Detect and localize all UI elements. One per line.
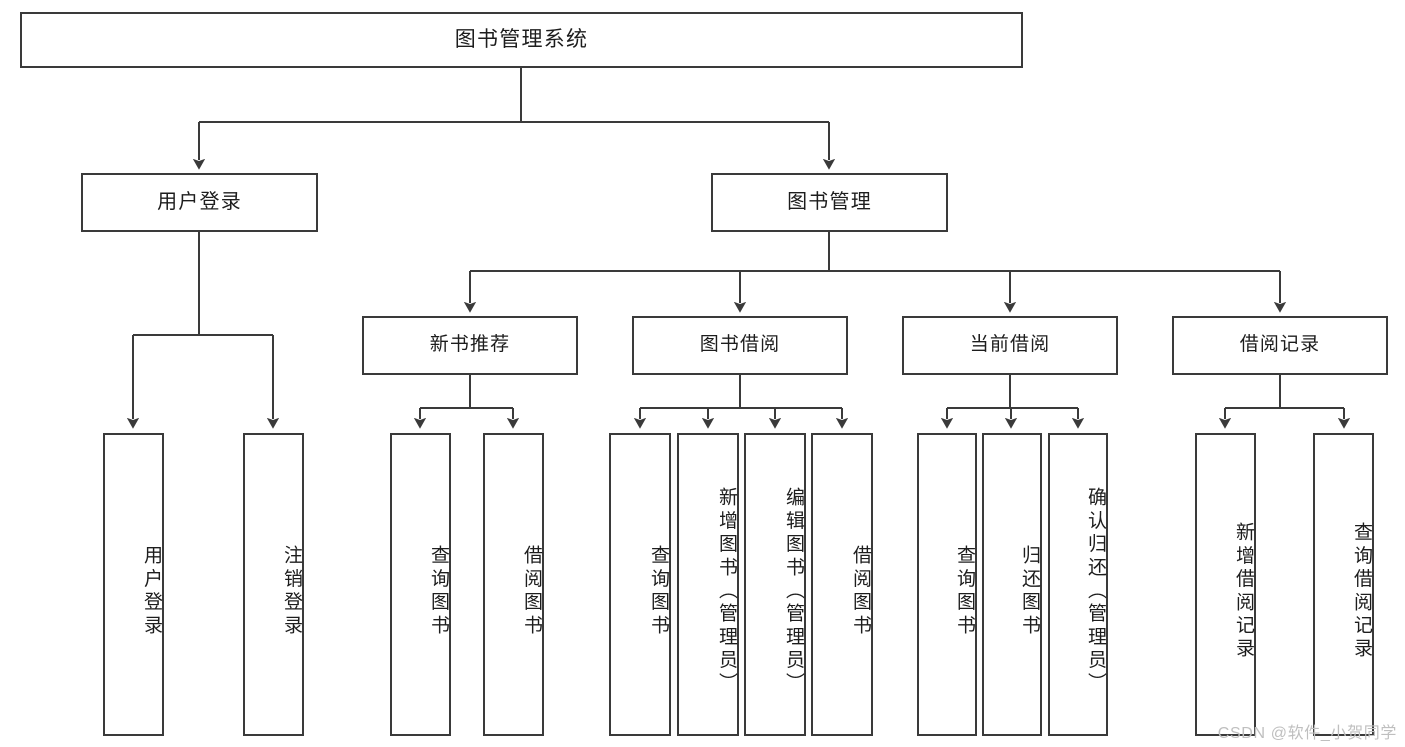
node-leaf-query-book-current[interactable]: 查询图书 [917,433,977,736]
node-leaf-confirm-return-admin[interactable]: 确认归还（管理员） [1048,433,1108,736]
node-new-book-recommend[interactable]: 新书推荐 [362,316,578,375]
edge-book-manage-to-level3 [463,232,1287,313]
node-label: 新书推荐 [429,334,511,356]
node-leaf-borrow-book-recommend[interactable]: 借阅图书 [483,433,544,736]
node-label: 图书管理系统 [454,27,589,51]
node-leaf-user-login[interactable]: 用户登录 [103,433,164,736]
node-current-borrow[interactable]: 当前借阅 [902,316,1118,375]
node-label: 查询图书 [428,545,449,638]
node-label: 查询图书 [648,545,669,638]
node-leaf-logout[interactable]: 注销登录 [243,433,304,736]
node-book-management[interactable]: 图书管理 [711,173,948,232]
node-label: 用户登录 [141,545,162,638]
node-label: 注销登录 [281,545,302,638]
node-label: 当前借阅 [969,334,1051,356]
node-label: 编辑图书（管理员） [783,487,804,696]
edge-root-to-level2 [192,68,836,170]
node-label: 归还图书 [1019,545,1040,638]
node-label: 图书借阅 [699,334,781,356]
node-leaf-return-book[interactable]: 归还图书 [982,433,1042,736]
edge-user-login-to-leaves [126,232,280,429]
node-label: 借阅记录 [1239,334,1321,356]
node-label: 查询借阅记录 [1351,521,1372,662]
edge-borrow-record-to-leaves [1218,375,1351,429]
node-label: 图书管理 [787,190,872,213]
node-label: 借阅图书 [850,545,871,638]
node-leaf-query-book-borrow[interactable]: 查询图书 [609,433,671,736]
node-leaf-add-book-admin[interactable]: 新增图书（管理员） [677,433,739,736]
edge-new-book-to-leaves [413,375,520,429]
node-book-borrow[interactable]: 图书借阅 [632,316,848,375]
node-leaf-edit-book-admin[interactable]: 编辑图书（管理员） [744,433,806,736]
node-label: 用户登录 [157,190,242,213]
node-borrow-record[interactable]: 借阅记录 [1172,316,1388,375]
node-leaf-add-borrow-record[interactable]: 新增借阅记录 [1195,433,1256,736]
node-leaf-borrow-book[interactable]: 借阅图书 [811,433,873,736]
node-root-book-management-system[interactable]: 图书管理系统 [20,12,1023,68]
node-label: 新增借阅记录 [1233,521,1254,662]
node-user-login[interactable]: 用户登录 [81,173,318,232]
node-label: 确认归还（管理员） [1085,487,1106,696]
node-leaf-query-book-recommend[interactable]: 查询图书 [390,433,451,736]
node-label: 借阅图书 [521,545,542,638]
node-label: 新增图书（管理员） [716,487,737,696]
edge-book-borrow-to-leaves [633,375,849,429]
node-label: 查询图书 [954,545,975,638]
edge-current-borrow-to-leaves [940,375,1085,429]
node-leaf-query-borrow-record[interactable]: 查询借阅记录 [1313,433,1374,736]
